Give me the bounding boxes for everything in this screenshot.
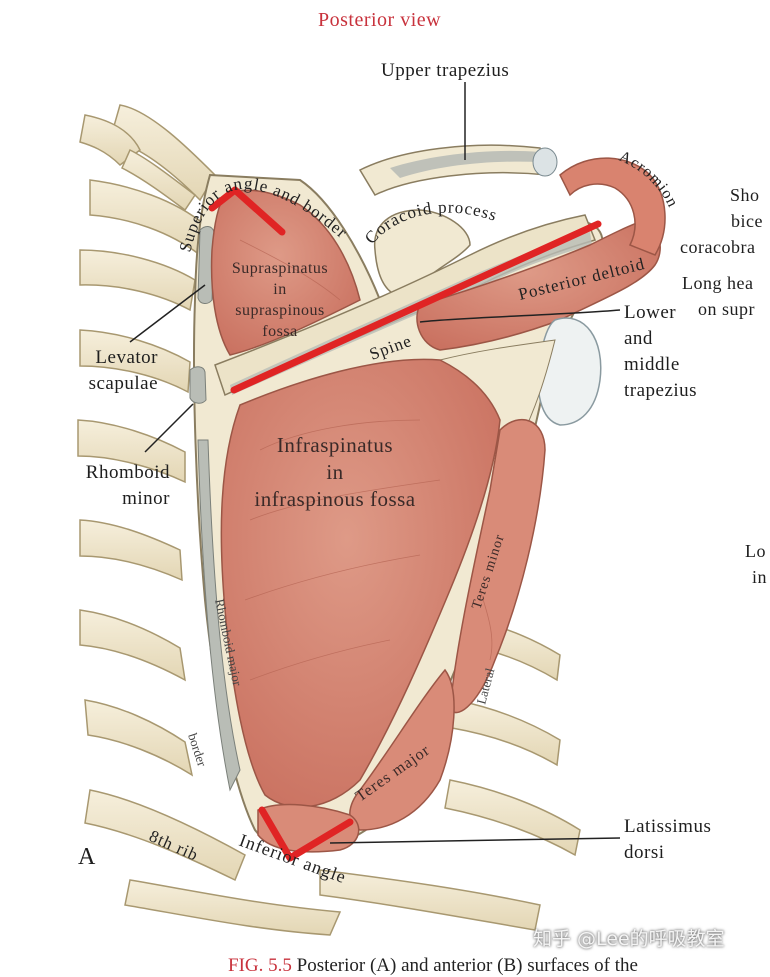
cut-label-2: bice (731, 211, 763, 231)
rhomboid-minor-label: Rhomboid minor (85, 462, 170, 509)
muscle-striations (239, 239, 493, 681)
supraspinatus-label: Supraspinatus in supraspinous fossa (231, 260, 329, 340)
cut-label-1: Sho (730, 185, 760, 205)
watermark: 知乎 @Lee的呼吸教室 (533, 928, 725, 950)
upper-trapezius-label: Upper trapezius (381, 60, 510, 81)
levator-scapulae-label: Levator scapulae (88, 347, 158, 394)
figure-number: FIG. 5.5 (228, 955, 292, 976)
infraspinatus-label: Infraspinatus in infraspinous fossa (254, 433, 416, 511)
cut-label-5: on supr (698, 299, 755, 319)
humeral-head (537, 317, 602, 426)
superior-angle-highlight (208, 186, 286, 236)
supraspinatus-muscle (210, 189, 361, 356)
panel-letter: A (78, 844, 96, 870)
cut-label-7: in (752, 567, 768, 587)
highlight-markings (208, 186, 602, 862)
latissimus-dorsi-label: Latissimus dorsi (624, 816, 712, 863)
medial-tendons (189, 226, 241, 792)
spine-highlight (230, 220, 602, 394)
lower-middle-trapezius-label: Lower and middle trapezius (624, 302, 698, 401)
cut-label-4: Long hea (682, 273, 754, 293)
view-title: Posterior view (318, 9, 442, 31)
ribs (77, 104, 581, 936)
teres-minor-muscle (449, 419, 546, 714)
cut-label-6: Lo (745, 541, 766, 561)
leader-lines (129, 82, 621, 844)
clavicle (358, 144, 558, 196)
acromion (559, 157, 666, 256)
figure-caption: FIG. 5.5 Posterior (A) and anterior (B) … (228, 955, 638, 977)
figure-caption-text: Posterior (A) and anterior (B) surfaces … (296, 955, 638, 976)
cut-label-3: coracobra (680, 237, 756, 257)
infraspinatus-muscle (220, 358, 501, 808)
inferior-angle-highlight (258, 806, 354, 862)
